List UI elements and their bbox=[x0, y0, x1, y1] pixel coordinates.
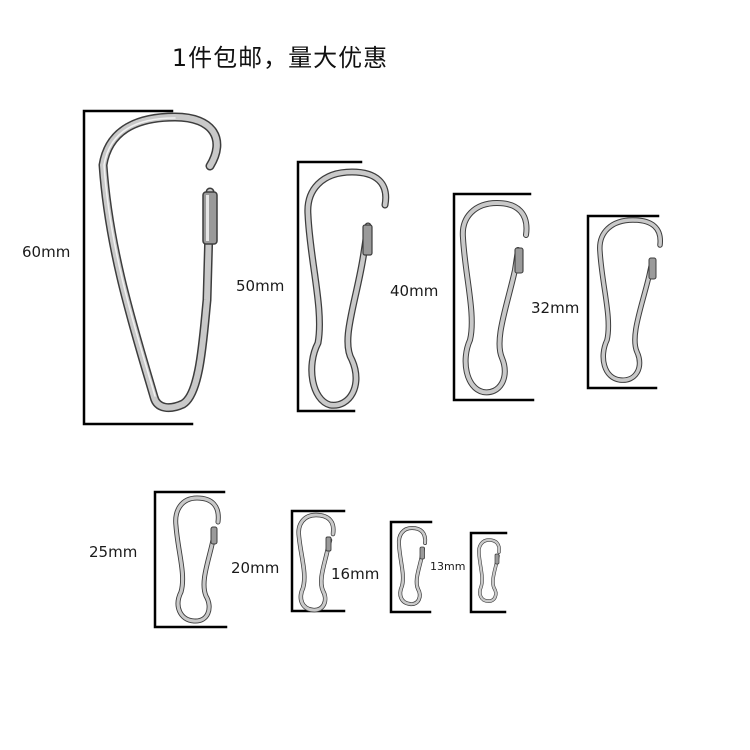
size-label-32mm: 32mm bbox=[531, 299, 580, 317]
snap-hook-clip-icon bbox=[459, 200, 530, 396]
size-bracket-60mm bbox=[82, 109, 194, 426]
size-label-25mm: 25mm bbox=[89, 543, 138, 561]
snap-hook-clip-icon bbox=[173, 495, 221, 624]
snap-hook-clip-icon bbox=[304, 168, 390, 409]
size-bracket-25mm bbox=[153, 490, 228, 629]
size-label-50mm: 50mm bbox=[236, 277, 285, 295]
size-label-16mm: 16mm bbox=[331, 565, 380, 583]
size-bracket-16mm bbox=[389, 520, 433, 614]
size-label-20mm: 20mm bbox=[231, 559, 280, 577]
size-bracket-50mm bbox=[296, 160, 363, 413]
size-brackets bbox=[82, 109, 660, 629]
size-bracket-13mm bbox=[469, 531, 508, 614]
size-label-13mm: 13mm bbox=[430, 560, 466, 573]
size-label-60mm: 60mm bbox=[22, 243, 71, 261]
page-title: 1件包邮，量大优惠 bbox=[171, 44, 389, 72]
snap-hook-clip-icon bbox=[98, 112, 222, 413]
size-label-40mm: 40mm bbox=[390, 282, 439, 300]
snap-hook-clip-icon bbox=[477, 538, 501, 603]
snap-hook-clip-icon bbox=[296, 512, 336, 613]
size-bracket-40mm bbox=[452, 192, 535, 402]
size-bracket-32mm bbox=[586, 214, 660, 390]
snap-hook-clip-icon bbox=[396, 526, 428, 607]
snap-hook-clip-icon bbox=[597, 217, 663, 383]
